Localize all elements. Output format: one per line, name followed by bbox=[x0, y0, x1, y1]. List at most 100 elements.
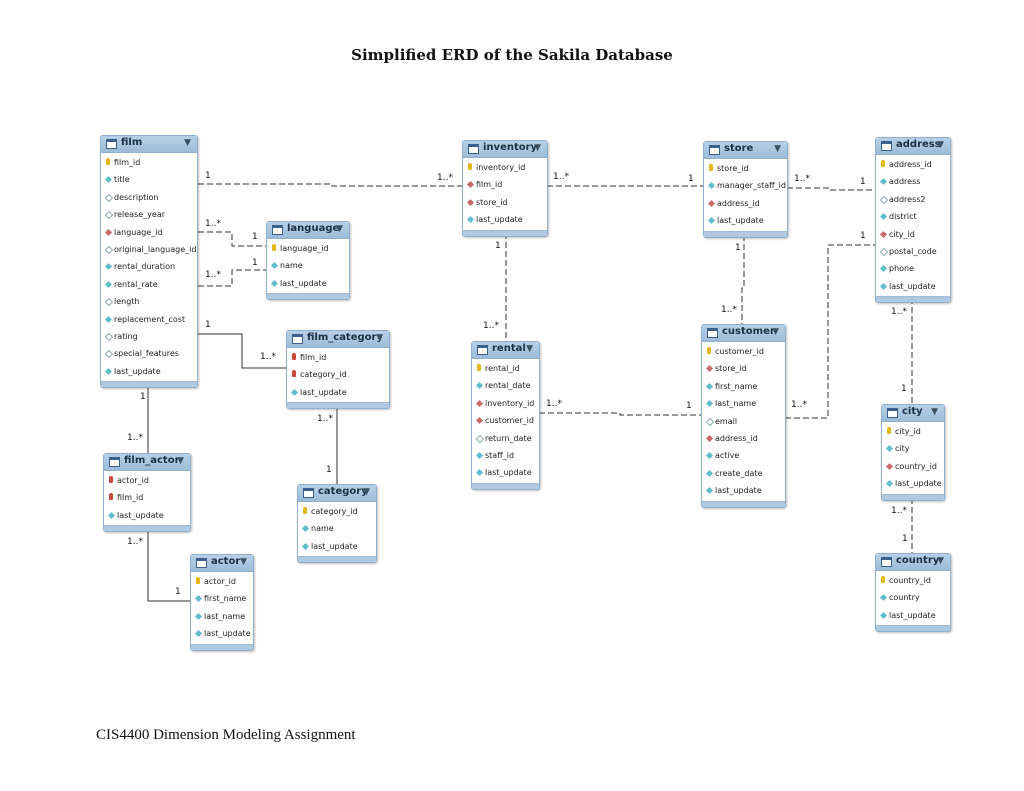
collapse-arrow-icon[interactable]: ▼ bbox=[336, 224, 343, 234]
column-row[interactable]: last_update bbox=[298, 539, 376, 556]
column-row[interactable]: address_id bbox=[876, 157, 950, 174]
table-header[interactable]: city▼ bbox=[882, 405, 944, 422]
column-row[interactable]: customer_id bbox=[702, 344, 785, 361]
collapse-arrow-icon[interactable]: ▼ bbox=[772, 327, 779, 337]
column-row[interactable]: release_year bbox=[101, 207, 197, 224]
column-row[interactable]: district bbox=[876, 209, 950, 226]
column-row[interactable]: first_name bbox=[191, 591, 253, 608]
column-row[interactable]: actor_id bbox=[104, 473, 190, 490]
column-row[interactable]: first_name bbox=[702, 379, 785, 396]
column-row[interactable]: last_update bbox=[104, 508, 190, 525]
column-row[interactable]: phone bbox=[876, 261, 950, 278]
column-row[interactable]: film_id bbox=[104, 490, 190, 507]
column-row[interactable]: category_id bbox=[298, 504, 376, 521]
column-row[interactable]: address_id bbox=[702, 431, 785, 448]
table-header[interactable]: category▼ bbox=[298, 485, 376, 502]
column-row[interactable]: city_id bbox=[882, 424, 944, 441]
column-row[interactable]: rating bbox=[101, 329, 197, 346]
column-row[interactable]: length bbox=[101, 294, 197, 311]
column-row[interactable]: rental_id bbox=[472, 361, 539, 378]
collapse-arrow-icon[interactable]: ▼ bbox=[774, 144, 781, 154]
collapse-arrow-icon[interactable]: ▼ bbox=[937, 140, 944, 150]
table-header[interactable]: rental▼ bbox=[472, 342, 539, 359]
column-row[interactable]: country_id bbox=[876, 573, 950, 590]
column-row[interactable]: replacement_cost bbox=[101, 312, 197, 329]
column-row[interactable]: last_update bbox=[191, 626, 253, 643]
column-row[interactable]: create_date bbox=[702, 466, 785, 483]
collapse-arrow-icon[interactable]: ▼ bbox=[363, 487, 370, 497]
collapse-arrow-icon[interactable]: ▼ bbox=[240, 557, 247, 567]
column-row[interactable]: email bbox=[702, 414, 785, 431]
column-row[interactable]: film_id bbox=[463, 177, 547, 194]
table-header[interactable]: film▼ bbox=[101, 136, 197, 153]
column-row[interactable]: language_id bbox=[267, 241, 349, 258]
column-row[interactable]: last_update bbox=[876, 608, 950, 625]
column-row[interactable]: last_update bbox=[472, 465, 539, 482]
column-row[interactable]: last_update bbox=[704, 213, 787, 230]
collapse-arrow-icon[interactable]: ▼ bbox=[184, 138, 191, 148]
column-row[interactable]: last_update bbox=[882, 476, 944, 493]
column-row[interactable]: category_id bbox=[287, 367, 389, 384]
table-header[interactable]: actor▼ bbox=[191, 555, 253, 572]
column-row[interactable]: postal_code bbox=[876, 244, 950, 261]
column-row[interactable]: rental_date bbox=[472, 378, 539, 395]
table-header[interactable]: film_actor▼ bbox=[104, 454, 190, 471]
collapse-arrow-icon[interactable]: ▼ bbox=[376, 333, 383, 343]
table-header[interactable]: film_category▼ bbox=[287, 331, 389, 348]
column-row[interactable]: rental_rate bbox=[101, 277, 197, 294]
column-row[interactable]: inventory_id bbox=[463, 160, 547, 177]
column-row[interactable]: special_features bbox=[101, 346, 197, 363]
column-row[interactable]: last_update bbox=[287, 385, 389, 402]
column-row[interactable]: title bbox=[101, 172, 197, 189]
table-header[interactable]: language▼ bbox=[267, 222, 349, 239]
column-row[interactable]: address2 bbox=[876, 192, 950, 209]
column-row[interactable]: last_name bbox=[191, 609, 253, 626]
column-row[interactable]: last_update bbox=[876, 279, 950, 296]
table-header[interactable]: country▼ bbox=[876, 554, 950, 571]
column-row[interactable]: film_id bbox=[101, 155, 197, 172]
collapse-arrow-icon[interactable]: ▼ bbox=[177, 456, 184, 466]
column-row[interactable]: name bbox=[267, 258, 349, 275]
column-row[interactable]: store_id bbox=[702, 361, 785, 378]
column-row[interactable]: address bbox=[876, 174, 950, 191]
collapse-arrow-icon[interactable]: ▼ bbox=[526, 344, 533, 354]
column-row[interactable]: last_update bbox=[101, 364, 197, 381]
column-row[interactable]: rental_duration bbox=[101, 259, 197, 276]
column-row[interactable]: last_name bbox=[702, 396, 785, 413]
column-row[interactable]: store_id bbox=[463, 195, 547, 212]
column-row[interactable]: last_update bbox=[463, 212, 547, 229]
column-row[interactable]: city bbox=[882, 441, 944, 458]
column-row[interactable]: inventory_id bbox=[472, 396, 539, 413]
column-row[interactable]: city_id bbox=[876, 227, 950, 244]
column-row[interactable]: store_id bbox=[704, 161, 787, 178]
collapse-arrow-icon[interactable]: ▼ bbox=[937, 556, 944, 566]
collapse-arrow-icon[interactable]: ▼ bbox=[931, 407, 938, 417]
column-row[interactable]: staff_id bbox=[472, 448, 539, 465]
column-row[interactable]: film_id bbox=[287, 350, 389, 367]
column-row[interactable]: address_id bbox=[704, 196, 787, 213]
column-row[interactable]: active bbox=[702, 448, 785, 465]
column-row[interactable]: return_date bbox=[472, 431, 539, 448]
column-row[interactable]: original_language_id bbox=[101, 242, 197, 259]
column-row[interactable]: language_id bbox=[101, 225, 197, 242]
column-row[interactable]: country_id bbox=[882, 459, 944, 476]
column-row[interactable]: customer_id bbox=[472, 413, 539, 430]
column-row[interactable]: description bbox=[101, 190, 197, 207]
column-row[interactable]: name bbox=[298, 521, 376, 538]
table-header[interactable]: address▼ bbox=[876, 138, 950, 155]
column-row[interactable]: country bbox=[876, 590, 950, 607]
column-row[interactable]: manager_staff_id bbox=[704, 178, 787, 195]
